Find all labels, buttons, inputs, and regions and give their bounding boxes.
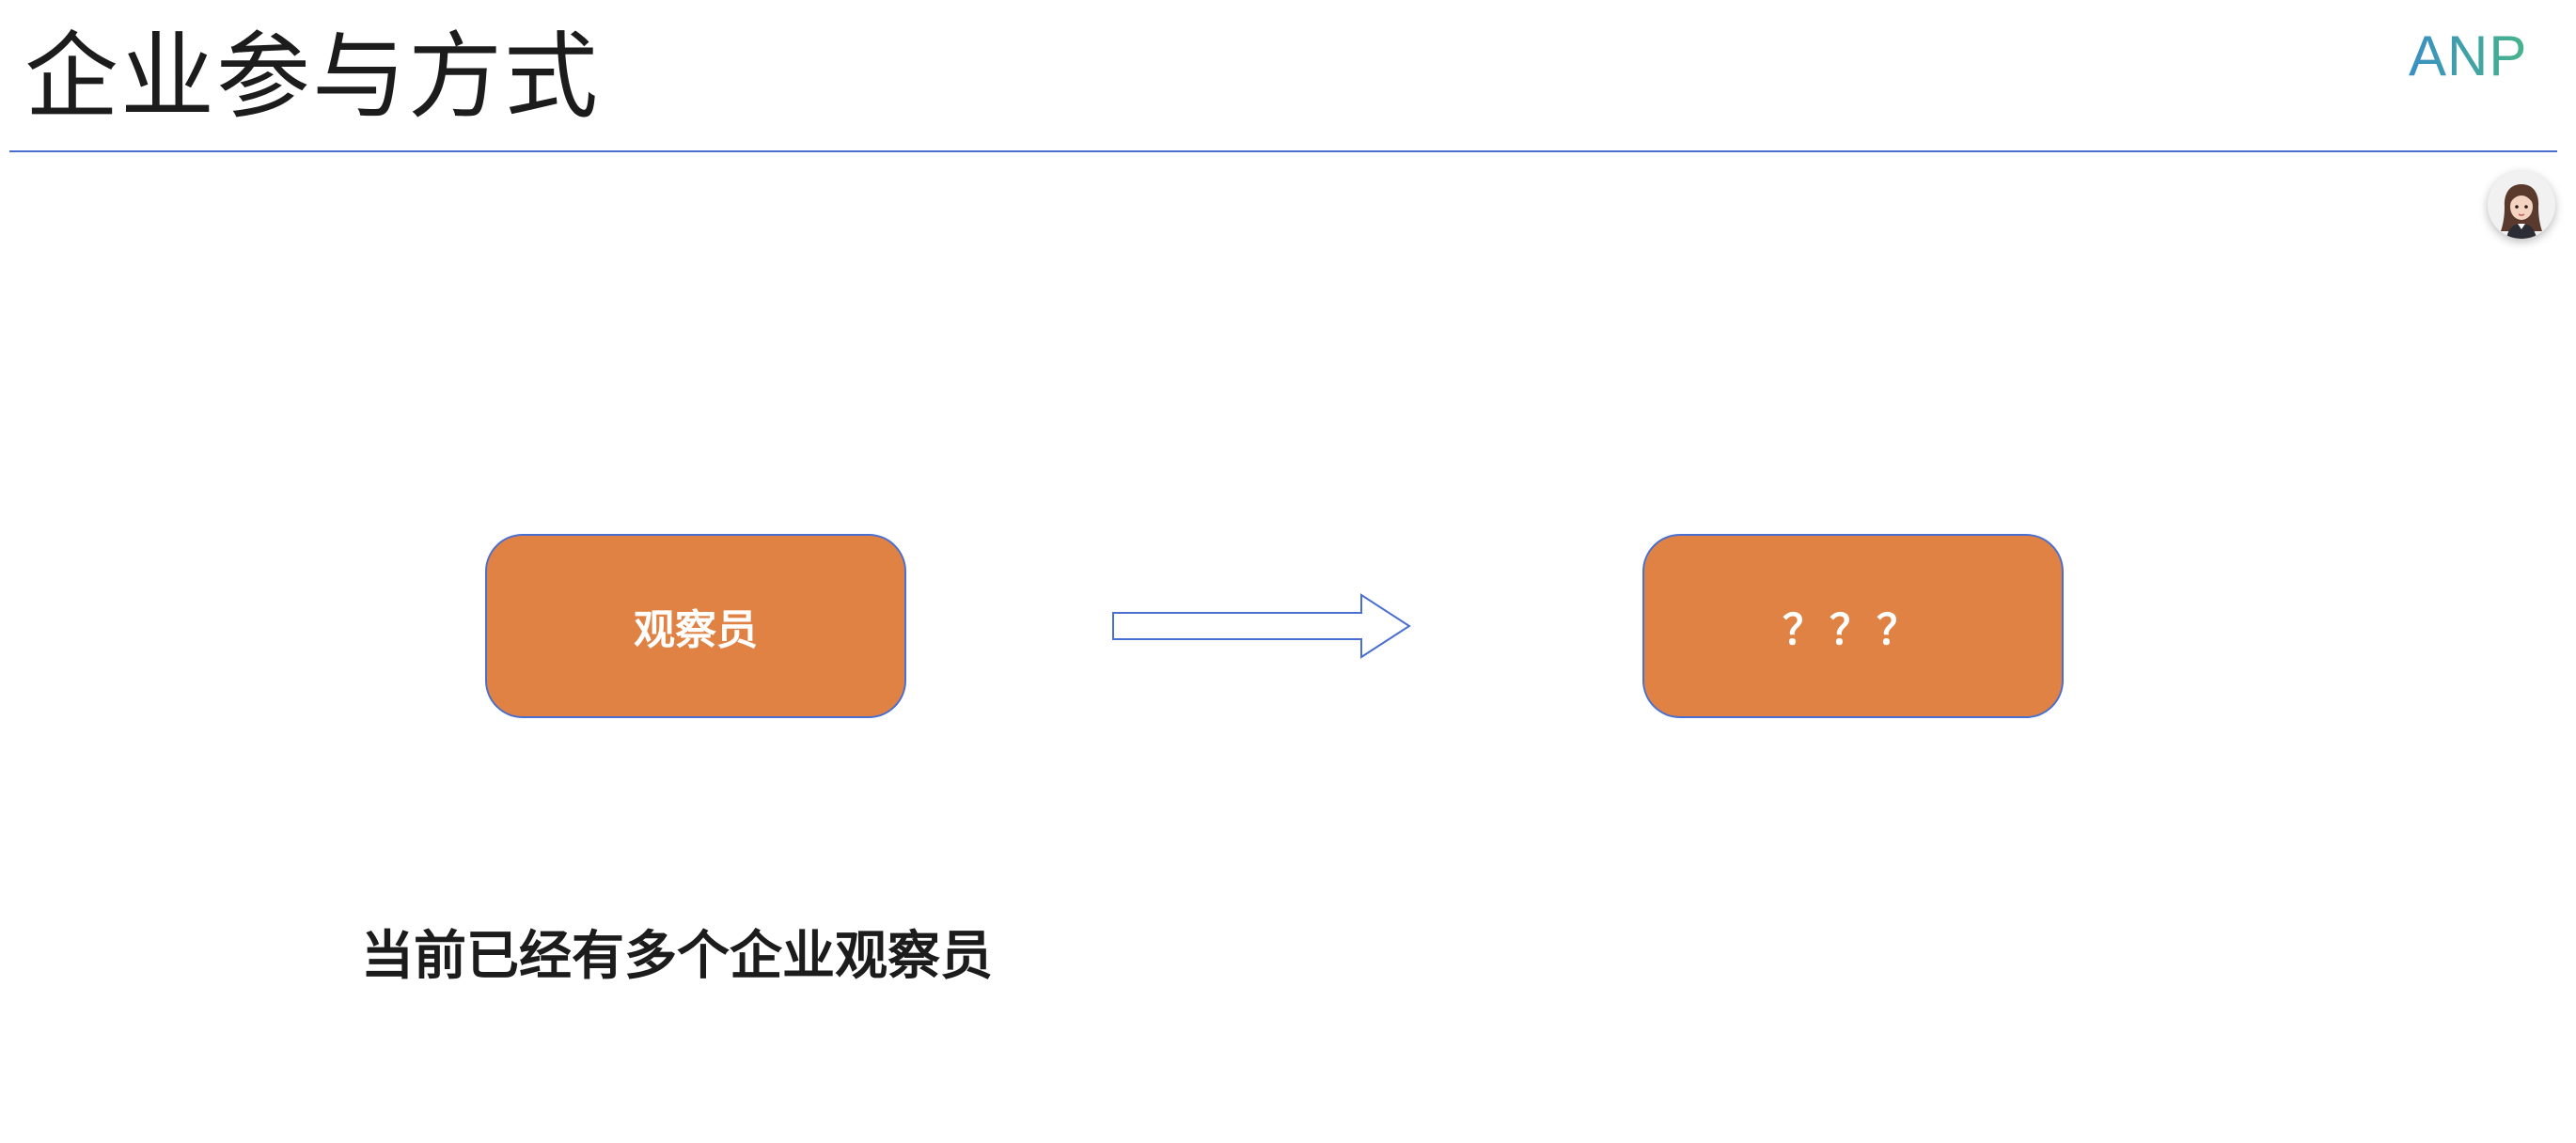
- title-divider: [9, 150, 2557, 152]
- logo-text: ANP: [2409, 24, 2527, 87]
- unknown-role-box: ？？？: [1642, 534, 2064, 718]
- anp-logo: ANP: [2409, 24, 2527, 87]
- observer-box-label: 观察员: [634, 606, 758, 654]
- arrow-right-icon: [1112, 593, 1411, 659]
- status-note: 当前已经有多个企业观察员: [361, 926, 993, 987]
- unknown-role-box-label: ？？？: [1783, 606, 1924, 654]
- slide-title: 企业参与方式: [24, 22, 600, 132]
- observer-box: 观察员: [485, 534, 906, 718]
- assistant-avatar-icon[interactable]: [2488, 171, 2555, 239]
